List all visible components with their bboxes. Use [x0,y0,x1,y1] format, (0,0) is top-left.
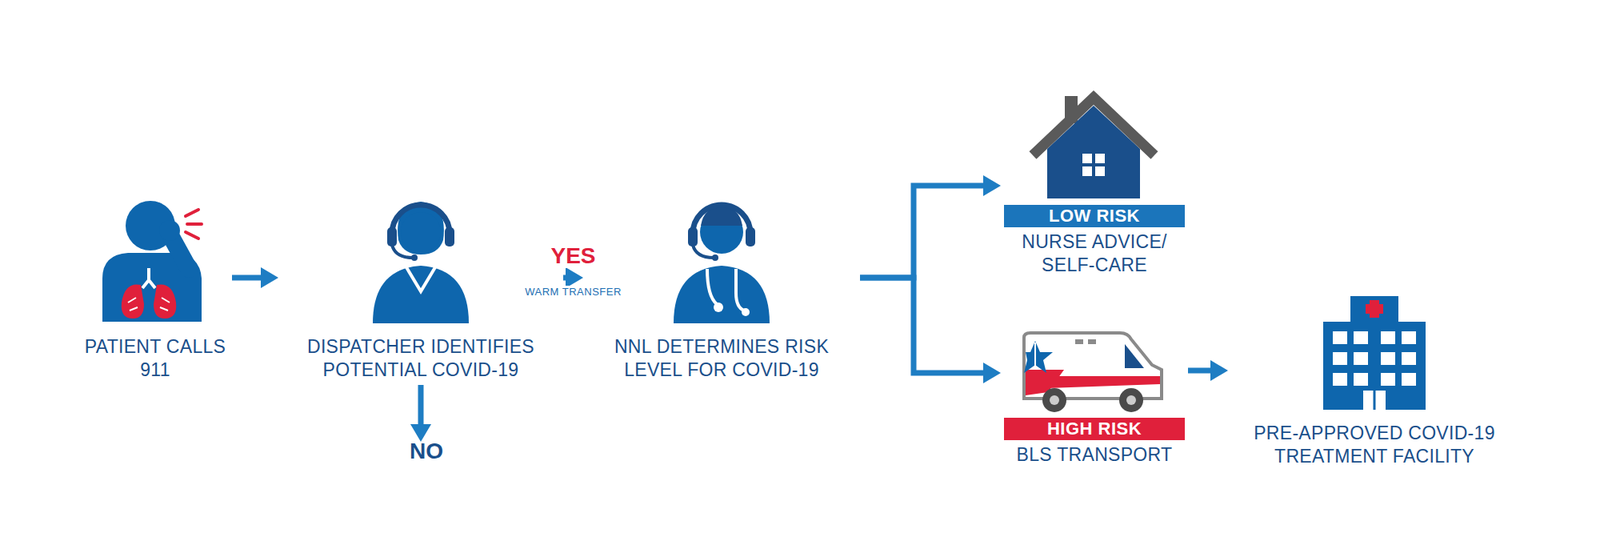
flow-arrow [860,277,1001,384]
risk-band: LOW RISK [1004,204,1185,228]
flow-arrow [410,384,432,442]
arrow-head [260,267,279,288]
node-label: BLS TRANSPORT [1004,443,1185,467]
node-label: NNL DETERMINES RISK LEVEL FOR COVID-19 [586,335,857,382]
flow-arrow [1188,360,1228,381]
node-label: NO [395,438,458,464]
arrow-head [983,175,1001,196]
node-label: DISPATCHER IDENTIFIES POTENTIAL COVID-19 [281,335,560,382]
low-risk-node: LOW RISKNURSE ADVICE/ SELF-CARE [1004,88,1185,277]
patient-icon [102,200,202,322]
node-label: NURSE ADVICE/ SELF-CARE [1004,230,1185,277]
arrow-line [232,275,263,281]
dispatcher-icon [372,201,469,324]
edge-label: YES [548,244,598,268]
node-label: PRE-APPROVED COVID-19 TREATMENT FACILITY [1231,421,1518,468]
arrow-line [1188,368,1212,374]
arrow-head [983,362,1001,384]
transfer-note: WARM TRANSFER [522,285,624,299]
flow-arrow [232,267,279,288]
high-risk-node: HIGH RISK BLS TRANSPORT [1004,326,1185,467]
facility-node: PRE-APPROVED COVID-19 TREATMENT FACILITY [1231,292,1518,468]
node-label: PATIENT CALLS 911 [81,335,229,382]
arrow-head [1210,360,1228,381]
nnl-node: NNL DETERMINES RISK LEVEL FOR COVID-19 [586,196,857,382]
house-icon [1032,96,1155,199]
arrow-line [860,185,985,278]
arrow-line [860,277,985,373]
risk-band: HIGH RISK [1004,417,1185,440]
nurse-icon [673,204,770,324]
patient-node: PATIENT CALLS 911 [81,196,229,382]
arrow-line [418,384,424,426]
no-outcome: NO [395,438,458,464]
ambulance-icon [1024,332,1162,412]
dispatcher-node: DISPATCHER IDENTIFIES POTENTIAL COVID-19 [281,196,560,382]
hospital-icon [1323,296,1426,410]
flow-arrow [860,175,1001,278]
